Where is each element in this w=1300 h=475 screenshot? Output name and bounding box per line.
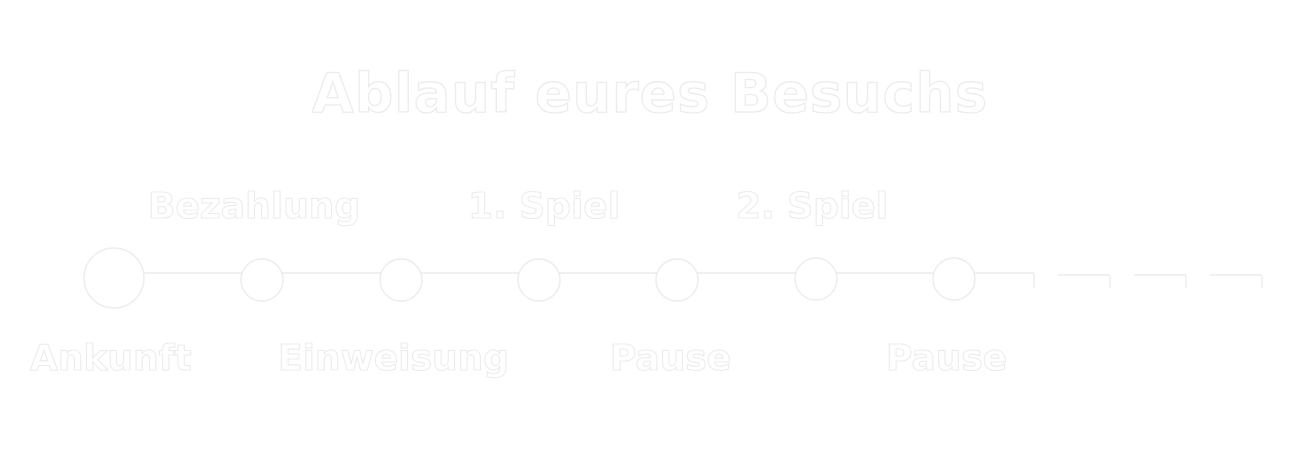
step-label-pause-2: Pause — [885, 337, 1008, 379]
step-label-spiel-1: 1. Spiel — [467, 185, 621, 227]
timeline-node — [932, 257, 976, 301]
step-label-ankunft: Ankunft — [29, 337, 192, 379]
step-label-pause-1: Pause — [609, 337, 732, 379]
timeline-node-start — [83, 247, 145, 309]
step-label-einweisung: Einweisung — [277, 337, 510, 379]
step-label-spiel-2: 2. Spiel — [735, 185, 889, 227]
page-title: Ablauf eures Besuchs — [311, 61, 989, 125]
timeline-node — [379, 258, 423, 302]
timeline-node — [517, 258, 561, 302]
timeline-node — [794, 257, 838, 301]
timeline-node — [655, 258, 699, 302]
timeline-node — [240, 258, 284, 302]
step-label-bezahlung: Bezahlung — [147, 185, 361, 227]
